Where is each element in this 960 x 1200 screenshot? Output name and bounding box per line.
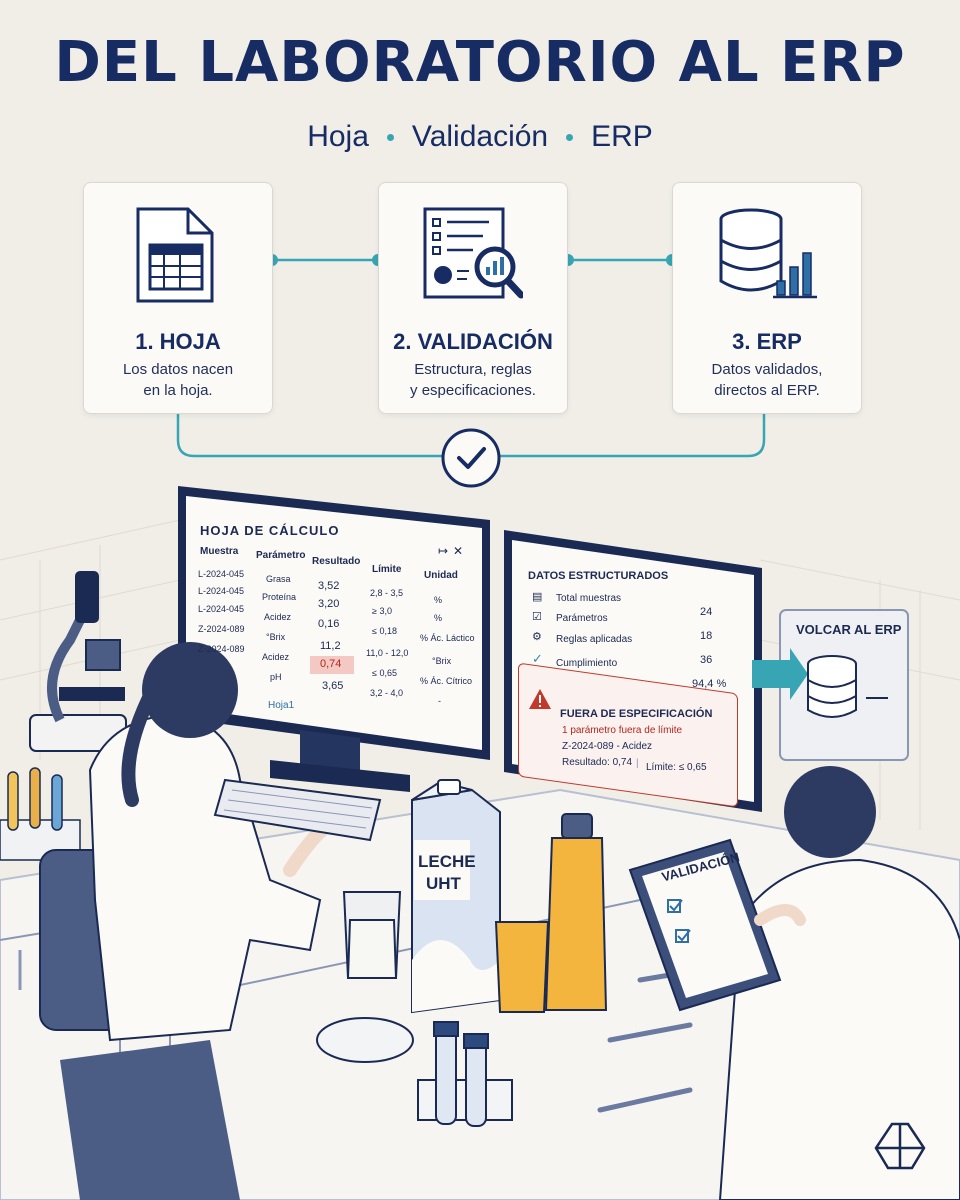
male-scientist	[628, 766, 960, 1200]
cell[interactable]: °Brix	[432, 656, 452, 666]
checklist-magnifier-icon	[423, 207, 523, 299]
total-icon: ▤	[532, 591, 543, 603]
subtitle-step-hoja: Hoja	[307, 120, 369, 153]
glasses-and-bottle	[342, 813, 608, 1013]
step-description: Los datos nacen en la hoja.	[122, 361, 234, 399]
spreadsheet-title: HOJA DE CÁLCULO	[200, 523, 340, 538]
export-to-erp-label[interactable]: VOLCAR AL ERP	[796, 622, 902, 637]
cell[interactable]: 3,65	[322, 680, 344, 692]
cell[interactable]: L-2024-045	[198, 569, 245, 579]
stat-value: 94,4 %	[692, 678, 727, 690]
test-tube-rack	[0, 767, 81, 861]
cell[interactable]: Grasa	[266, 574, 291, 584]
warning-icon	[529, 689, 551, 709]
stat-label: Cumplimiento	[556, 658, 618, 669]
step-title: 1. HOJA	[135, 329, 221, 354]
sheet-tab[interactable]: Hoja1	[268, 700, 295, 711]
erp-export-panel	[752, 609, 909, 761]
step-description: Datos validados, directos al ERP.	[711, 361, 823, 399]
cell[interactable]: Proteína	[262, 592, 297, 602]
cell[interactable]: %	[434, 595, 443, 605]
column-header[interactable]: Parámetro	[256, 550, 306, 561]
cell[interactable]: pH	[270, 672, 282, 682]
column-header[interactable]: Límite	[372, 564, 402, 575]
separator-dot	[386, 133, 394, 141]
window-resize-icon[interactable]: ↦	[438, 544, 449, 558]
cell[interactable]: Acidez	[264, 612, 292, 622]
cell[interactable]: ≥ 3,0	[372, 606, 392, 616]
alert-sample: Z-2024-089 - Acidez	[562, 741, 653, 752]
cell[interactable]: %	[434, 613, 443, 623]
stat-label: Parámetros	[556, 613, 608, 624]
milk-carton	[411, 779, 501, 1014]
compliance-check-icon: ✓	[532, 651, 543, 666]
alert-separator: |	[636, 758, 639, 769]
cell[interactable]: 2,8 - 3,5	[370, 588, 404, 598]
brand-logo-icon	[874, 1122, 926, 1170]
separator-dot	[566, 133, 574, 141]
cell[interactable]: ≤ 0,65	[372, 668, 397, 678]
female-scientist	[39, 642, 329, 1200]
stat-label: Reglas aplicadas	[556, 634, 633, 645]
cell[interactable]: -	[438, 696, 441, 706]
cell[interactable]: 0,16	[318, 618, 340, 630]
page-title: DEL LABORATORIO AL ERP	[54, 30, 906, 95]
cell[interactable]: 11,0 - 12,0	[366, 648, 409, 658]
cell[interactable]: 3,52	[318, 580, 340, 592]
alert-title: FUERA DE ESPECIFICACIÓN	[560, 708, 713, 720]
subtitle: Hoja Validación ERP	[0, 120, 960, 154]
stat-value: 24	[700, 606, 713, 618]
checkmark-icon	[441, 428, 501, 488]
rules-icon: ⚙	[532, 631, 542, 643]
column-header[interactable]: Resultado	[312, 556, 361, 567]
alert-result: Resultado: 0,74	[562, 757, 633, 768]
cell[interactable]: % Ác. Cítrico	[420, 676, 473, 686]
cell-out-of-spec-highlight	[310, 656, 354, 674]
cell-out-of-spec[interactable]: 0,74	[320, 658, 342, 670]
alert-line: 1 parámetro fuera de límite	[562, 725, 683, 736]
window-close-icon[interactable]: ✕	[453, 544, 464, 558]
column-header[interactable]: Muestra	[200, 546, 239, 557]
subtitle-step-erp: ERP	[591, 120, 653, 153]
database-chart-icon	[719, 208, 817, 299]
cell[interactable]: Z-2024-089	[198, 644, 245, 654]
step-card-erp: 3. ERP Datos validados, directos al ERP.	[672, 182, 862, 414]
spreadsheet-document-icon	[136, 207, 214, 303]
step-title: 3. ERP	[732, 329, 802, 354]
microscope	[29, 571, 127, 752]
cell[interactable]: Acidez	[262, 652, 290, 662]
step-card-validacion: 2. VALIDACIÓN Estructura, reglas y espec…	[378, 182, 568, 414]
stat-label: Total muestras	[556, 593, 622, 604]
cell[interactable]: L-2024-045	[198, 586, 245, 596]
cell[interactable]: 11,2	[320, 640, 341, 652]
step-card-hoja: 1. HOJA Los datos nacen en la hoja.	[83, 182, 273, 414]
subtitle-step-validacion: Validación	[411, 120, 549, 153]
step-title: 2. VALIDACIÓN	[393, 329, 553, 354]
carton-label-line1: LECHE	[418, 852, 476, 871]
cell[interactable]: 3,2 - 4,0	[370, 688, 404, 698]
stat-value: 36	[700, 654, 713, 666]
carton-label-line2: UHT	[426, 874, 461, 893]
alert-limit: Límite: ≤ 0,65	[646, 762, 707, 773]
cell[interactable]: °Brix	[266, 632, 286, 642]
structured-data-title: DATOS ESTRUCTURADOS	[528, 570, 669, 582]
petri-dish	[316, 1017, 414, 1063]
cell[interactable]: Z-2024-089	[198, 624, 245, 634]
stat-value: 18	[700, 630, 713, 642]
column-header[interactable]: Unidad	[424, 570, 458, 581]
parameters-icon: ☑	[532, 611, 542, 623]
cell[interactable]: ≤ 0,18	[372, 626, 397, 636]
sample-tubes	[417, 1021, 513, 1127]
cell[interactable]: 3,20	[318, 598, 340, 610]
cell[interactable]: % Ác. Láctico	[420, 633, 475, 643]
cell[interactable]: L-2024-045	[198, 604, 245, 614]
step-description: Estructura, reglas y especificaciones.	[410, 361, 536, 399]
spreadsheet-monitor	[178, 486, 490, 792]
